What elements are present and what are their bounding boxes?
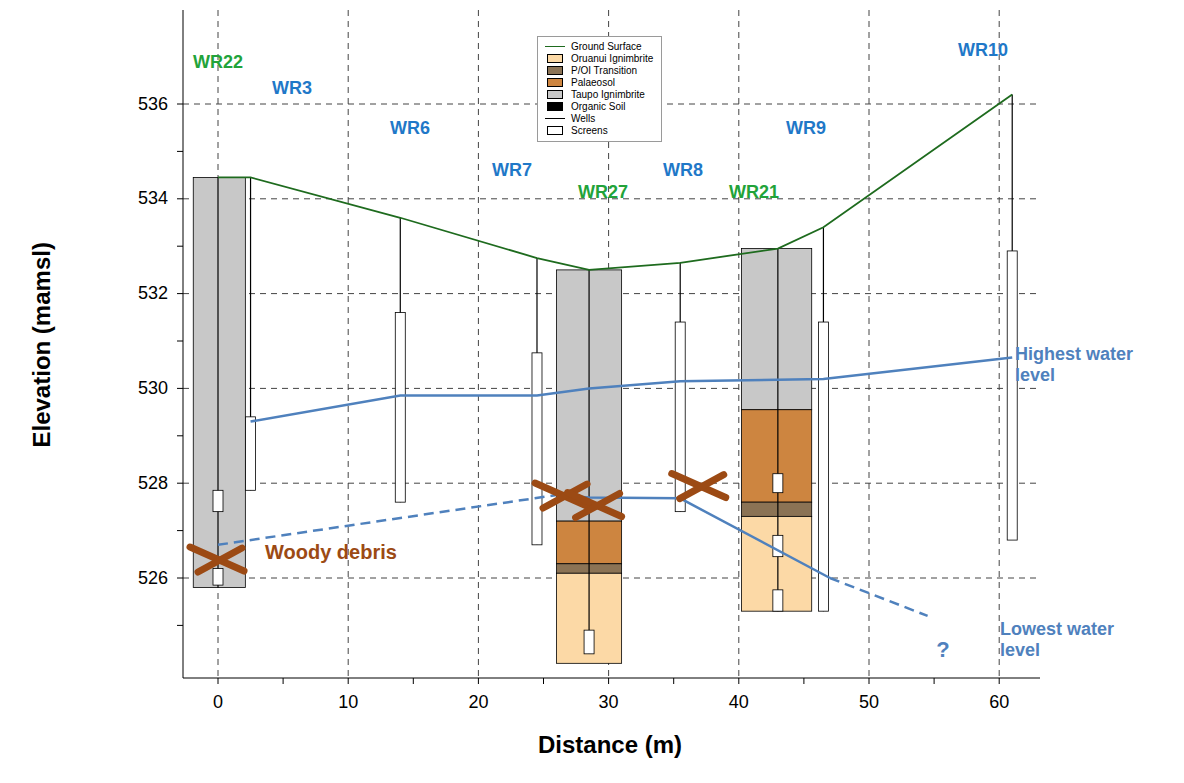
tick-label: 50 — [859, 692, 879, 713]
tick-label: 534 — [138, 188, 168, 209]
tick-label: 30 — [599, 692, 619, 713]
legend-text: Ground Surface — [571, 41, 642, 53]
annotation: ? — [936, 637, 949, 662]
legend-screen-sample — [544, 125, 566, 137]
legend-text: Taupo Ignimbrite — [571, 89, 645, 101]
well-label: WR7 — [492, 160, 532, 181]
borehole-logs — [193, 177, 811, 663]
legend-text: Oruanui Ignimbrite — [571, 53, 653, 65]
legend: Ground SurfaceOruanui IgnimbriteP/OI Tra… — [537, 36, 662, 142]
legend-row: Wells — [544, 113, 653, 125]
legend-text: Wells — [571, 113, 595, 125]
well-label: WR10 — [958, 40, 1008, 61]
legend-row: Organic Soil — [544, 101, 653, 113]
legend-swatch — [544, 101, 566, 113]
legend-row: Screens — [544, 125, 653, 137]
axis-title: Distance (m) — [538, 731, 682, 759]
well-label: WR3 — [272, 78, 312, 99]
well-label: WR22 — [193, 52, 243, 73]
legend-row: Oruanui Ignimbrite — [544, 53, 653, 65]
well-label: WR27 — [578, 182, 628, 203]
legend-row: Ground Surface — [544, 41, 653, 53]
tick-label: 0 — [213, 692, 223, 713]
well-label: WR8 — [663, 160, 703, 181]
axes — [177, 10, 1040, 684]
legend-text: Palaeosol — [571, 77, 615, 89]
legend-text: Screens — [571, 125, 608, 137]
tick-label: 60 — [989, 692, 1009, 713]
legend-swatch — [544, 77, 566, 89]
legend-row: Taupo Ignimbrite — [544, 89, 653, 101]
tick-label: 10 — [338, 692, 358, 713]
water-level-label: Highest water level — [1015, 344, 1155, 385]
legend-swatch — [544, 53, 566, 65]
tick-label: 532 — [138, 283, 168, 304]
legend-swatch — [544, 89, 566, 101]
tick-label: 40 — [729, 692, 749, 713]
wells — [213, 95, 1017, 654]
lowest-water-dashed — [218, 495, 557, 545]
well-label: WR6 — [390, 118, 430, 139]
well-label: WR21 — [729, 182, 779, 203]
legend-line-sample — [544, 41, 566, 53]
lowest-water-dashed — [830, 578, 928, 616]
woody-debris — [190, 474, 726, 572]
tick-label: 528 — [138, 473, 168, 494]
legend-row: P/OI Transition — [544, 65, 653, 77]
highest-water-line — [251, 358, 1013, 422]
annotation: Woody debris — [265, 541, 397, 564]
water-level-label: Lowest water level — [1000, 619, 1140, 660]
legend-text: P/OI Transition — [571, 65, 637, 77]
well-label: WR9 — [786, 118, 826, 139]
tick-label: 526 — [138, 568, 168, 589]
legend-row: Palaeosol — [544, 77, 653, 89]
tick-label: 536 — [138, 94, 168, 115]
grid — [183, 10, 1040, 678]
axis-title: Elevation (mamsl) — [28, 242, 56, 447]
tick-label: 530 — [138, 378, 168, 399]
legend-swatch — [544, 65, 566, 77]
legend-line-sample — [544, 113, 566, 125]
legend-text: Organic Soil — [571, 101, 625, 113]
tick-label: 20 — [468, 692, 488, 713]
